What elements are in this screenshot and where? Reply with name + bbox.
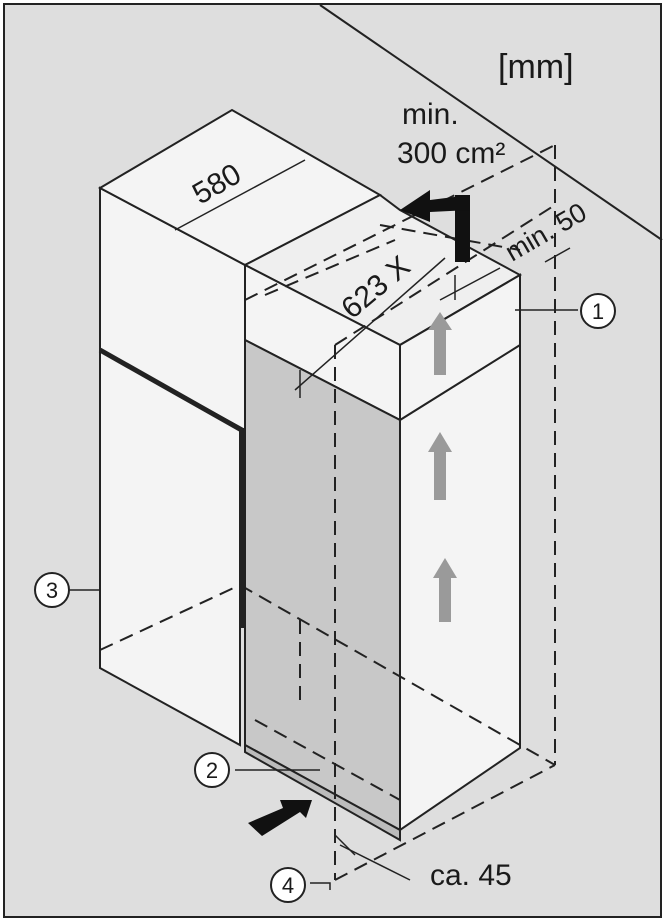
svg-text:1: 1 <box>592 299 604 324</box>
airflow-up-arrow <box>428 312 457 622</box>
callout-4: 4 <box>270 867 306 903</box>
svg-text:3: 3 <box>46 578 58 603</box>
appliance-housing <box>399 273 521 832</box>
gap-label-underline <box>544 247 571 263</box>
callout-2: 2 <box>194 752 230 788</box>
ventilation-label-line1: min. <box>402 98 459 131</box>
unit-label: [mm] <box>498 48 574 86</box>
ceiling-line <box>319 4 663 241</box>
airflow-out-arrow <box>400 190 470 262</box>
bottom-label: ca. 45 <box>430 859 512 892</box>
ventilation-label-line2: 300 cm² <box>397 137 505 170</box>
callout-3: 3 <box>34 572 70 608</box>
adjacent-cabinet <box>97 108 383 747</box>
air-intake-arrow <box>248 800 312 836</box>
callout-1: 1 <box>580 293 616 329</box>
svg-text:4: 4 <box>282 873 294 898</box>
niche-outline <box>99 144 556 881</box>
plinth-opening <box>244 743 401 842</box>
svg-text:2: 2 <box>206 758 218 783</box>
